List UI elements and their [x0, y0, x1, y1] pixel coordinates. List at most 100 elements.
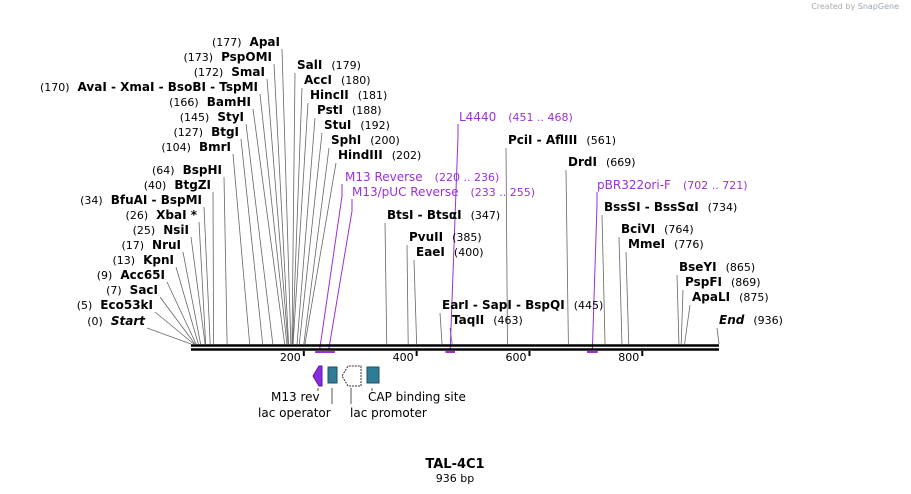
site-line-pcii-afliii — [505, 147, 508, 345]
site-line-bsssi-bsss-i — [601, 214, 606, 345]
site-label-eari-sapi-bspqi[interactable]: EarI - SapI - BspQI — [442, 298, 565, 312]
site-label-drdi[interactable]: DrdI — [568, 155, 597, 169]
site-position-pvuii: (385) — [452, 231, 482, 244]
site-label-styi[interactable]: StyI — [217, 110, 244, 124]
site-line-sphi — [303, 147, 330, 345]
site-line-pvuii — [406, 244, 409, 345]
primer-label-pbr322ori-f[interactable]: pBR322ori-F — [597, 178, 671, 192]
site-label-sali[interactable]: SalI — [297, 58, 322, 72]
feature-track: M13 rev lac operator lac promoter CAP bi… — [258, 365, 466, 420]
site-position-bcivi: (764) — [664, 223, 694, 236]
site-position-pspomi: (173) — [183, 51, 213, 64]
site-line-start — [146, 327, 192, 345]
site-line-smai — [266, 78, 289, 345]
primer-range-m13-puc-reverse: (233 .. 255) — [471, 186, 536, 199]
site-label-pspomi[interactable]: PspOMI — [221, 50, 272, 64]
site-label-btsi-bts-i[interactable]: BtsI - BtsαI — [387, 208, 462, 222]
site-label-pcii-afliii[interactable]: PciI - AflIII — [508, 133, 577, 147]
site-position-hincii: (181) — [358, 89, 388, 102]
site-label-bsphi[interactable]: BspHI — [183, 163, 222, 177]
m13-rev-feature-arrow[interactable] — [312, 365, 323, 387]
plasmid-length: 936 bp — [436, 472, 474, 485]
site-label-bamhi[interactable]: BamHI — [207, 95, 251, 109]
site-label-acci[interactable]: AccI — [304, 73, 332, 87]
site-position-hindiii: (202) — [392, 149, 422, 162]
site-position-saci: (7) — [106, 284, 122, 297]
site-label-xbai[interactable]: XbaI * — [156, 208, 198, 222]
site-label-nsii[interactable]: NsiI — [163, 223, 189, 237]
primer-label-l4440[interactable]: L4440 — [459, 110, 496, 124]
site-line-sali — [291, 72, 296, 345]
site-position-apai: (177) — [212, 36, 242, 49]
site-label-taqii[interactable]: TaqII — [452, 313, 484, 327]
cap-binding-site-feature[interactable] — [366, 366, 380, 384]
site-label-hincii[interactable]: HincII — [310, 88, 349, 102]
site-position-pcii-afliii: (561) — [586, 134, 616, 147]
site-label-bsssi-bsss-i[interactable]: BssSI - BssSαI — [604, 200, 699, 214]
site-label-avai-xmai-bsobi-tspmi[interactable]: AvaI - XmaI - BsoBI - TspMI — [78, 80, 258, 94]
site-line-bcivi — [618, 236, 623, 345]
site-line-eari-sapi-bspqi — [439, 312, 443, 345]
ruler-tick-label: 600 — [505, 351, 526, 364]
ruler-tick-label: 200 — [280, 351, 301, 364]
site-line-bamhi — [252, 108, 286, 345]
site-label-bfuai-bspmi[interactable]: BfuAI - BspMI — [111, 193, 202, 207]
site-line-eaei — [413, 259, 418, 345]
site-label-mmei[interactable]: MmeI — [628, 237, 665, 251]
site-label-pspfi[interactable]: PspFI — [685, 275, 722, 289]
site-label-saci[interactable]: SacI — [130, 283, 158, 297]
primer-label-m13-puc-reverse[interactable]: M13/pUC Reverse — [352, 185, 459, 199]
site-line-avai-xmai-bsobi-tspmi — [259, 93, 288, 345]
site-label-eaei[interactable]: EaeI — [416, 245, 445, 259]
site-label-apai[interactable]: ApaI — [250, 35, 280, 49]
feature-label-cap-binding-site: CAP binding site — [368, 390, 466, 404]
site-label-stui[interactable]: StuI — [324, 118, 351, 132]
primer-range-l4440: (451 .. 468) — [508, 111, 573, 124]
site-label-hindiii[interactable]: HindIII — [338, 148, 383, 162]
site-line-bfuai-bspmi — [203, 206, 211, 345]
site-label-pvuii[interactable]: PvuII — [409, 230, 443, 244]
site-label-eco53ki[interactable]: Eco53kI — [100, 298, 153, 312]
site-label-bmri[interactable]: BmrI — [199, 140, 231, 154]
site-position-nrui: (17) — [121, 239, 144, 252]
site-position-acc65i: (9) — [97, 269, 113, 282]
plasmid-name: TAL-4C1 — [425, 457, 484, 472]
lac-promoter-feature-arrow[interactable] — [341, 365, 362, 387]
site-line-acci — [292, 87, 303, 345]
site-label-acc65i[interactable]: Acc65I — [120, 268, 165, 282]
site-label-btgi[interactable]: BtgI — [211, 125, 239, 139]
site-label-smai[interactable]: SmaI — [231, 65, 265, 79]
snapgene-credit: Created by SnapGene — [811, 2, 899, 11]
feature-label-lac-operator: lac operator — [258, 406, 331, 420]
site-position-apali: (875) — [739, 291, 769, 304]
site-line-nsii — [190, 236, 206, 345]
ruler-tick-label: 800 — [618, 351, 639, 364]
site-line-saci — [159, 296, 196, 345]
site-label-end[interactable]: End — [719, 313, 745, 327]
dna-backbone — [191, 344, 719, 351]
site-label-apali[interactable]: ApaLI — [692, 290, 730, 304]
site-line-apai — [281, 48, 292, 345]
site-line-hindiii — [304, 162, 337, 345]
site-label-psti[interactable]: PstI — [317, 103, 343, 117]
lac-operator-feature[interactable] — [327, 366, 338, 384]
primer-connector-l4440 — [449, 124, 459, 351]
site-line-btsi-bts-i — [384, 222, 388, 345]
site-label-bcivi[interactable]: BciVI — [621, 222, 655, 236]
site-position-pspfi: (869) — [731, 276, 761, 289]
site-label-nrui[interactable]: NruI — [152, 238, 181, 252]
primer-label-m13-reverse[interactable]: M13 Reverse — [345, 170, 423, 184]
site-label-sphi[interactable]: SphI — [331, 133, 361, 147]
site-labels: ApaI(177)PspOMI(173)SmaI(172)AvaI - XmaI… — [40, 35, 783, 328]
site-position-taqii: (463) — [493, 314, 523, 327]
primer-connector-m13-reverse — [319, 184, 343, 351]
site-line-styi — [245, 123, 274, 345]
site-label-start[interactable]: Start — [111, 314, 146, 328]
site-connector-lines — [146, 48, 720, 345]
site-label-kpni[interactable]: KpnI — [143, 253, 174, 267]
site-position-btsi-bts-i: (347) — [471, 209, 501, 222]
site-label-bseyi[interactable]: BseYI — [679, 260, 717, 274]
site-label-btgzi[interactable]: BtgZI — [174, 178, 211, 192]
site-line-pspomi — [273, 63, 289, 345]
